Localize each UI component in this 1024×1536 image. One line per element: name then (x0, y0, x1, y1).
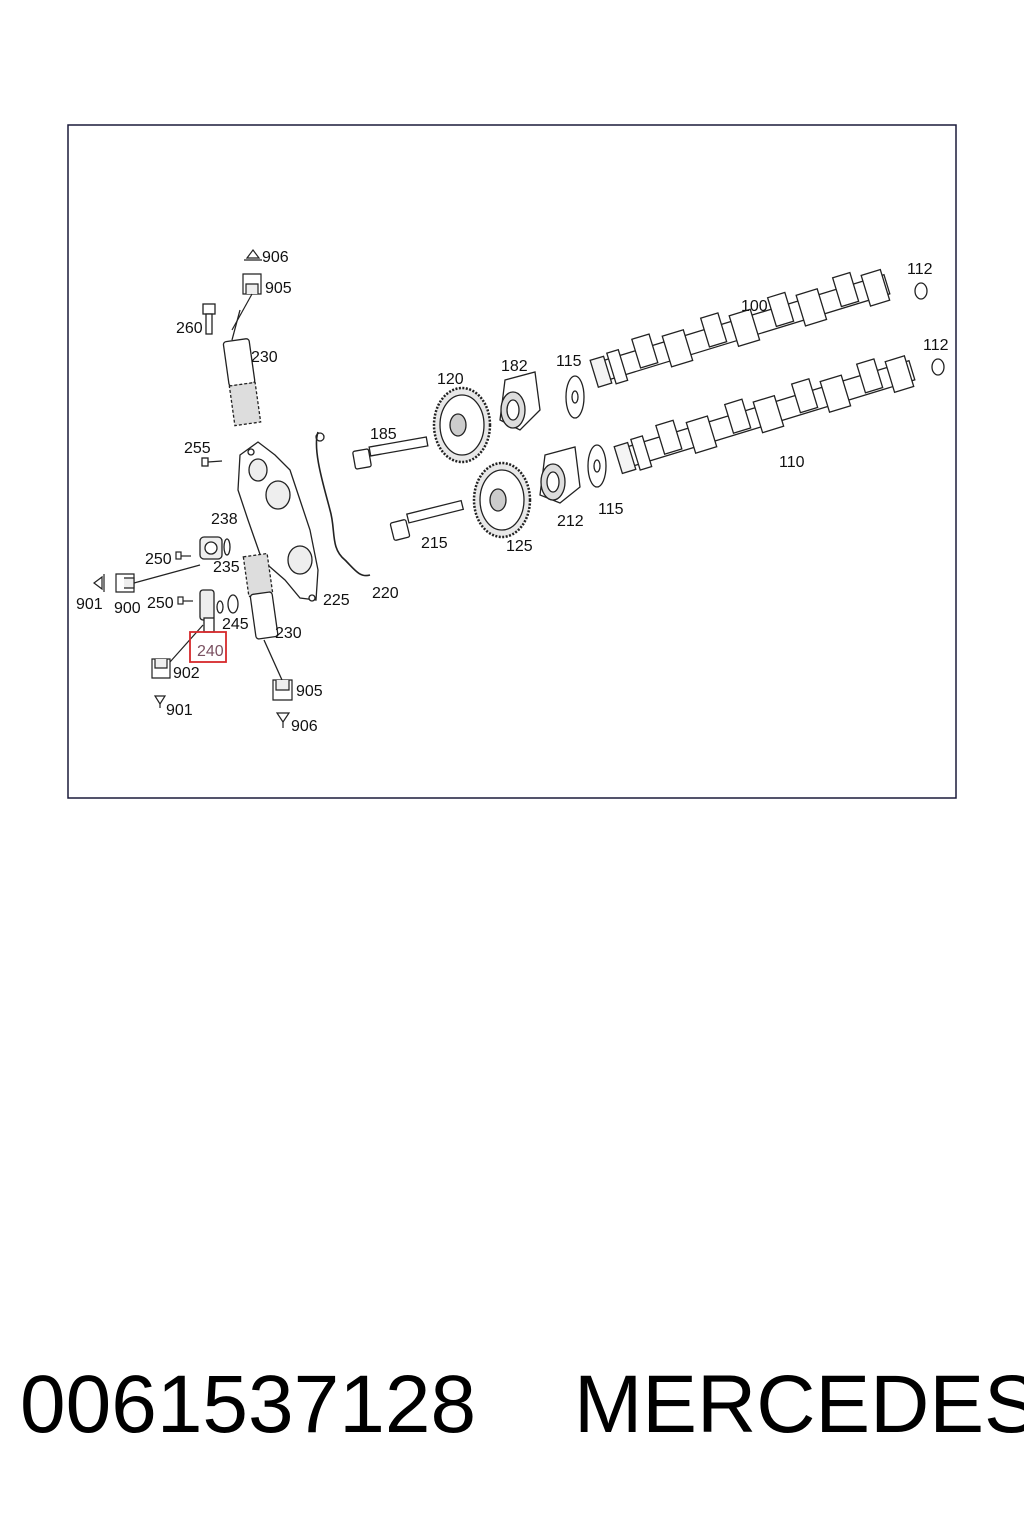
callout-230-lower[interactable]: 230 (275, 625, 302, 642)
washer-115-lower (587, 444, 607, 488)
sensor-wheel-182 (499, 371, 541, 431)
callout-905-lower[interactable]: 905 (296, 683, 323, 700)
sensor-wheel-212 (539, 446, 581, 504)
connector-905-upper (231, 273, 262, 331)
callout-185[interactable]: 185 (370, 426, 397, 443)
callout-901-lower[interactable]: 901 (166, 702, 193, 719)
callout-906-lower[interactable]: 906 (291, 718, 318, 735)
bolt-260 (202, 303, 216, 335)
callout-905-upper[interactable]: 905 (265, 280, 292, 297)
connector-901-lower (153, 695, 167, 708)
connector-901-left (93, 574, 105, 592)
callout-900[interactable]: 900 (114, 600, 141, 617)
camshaft-adjuster-120 (432, 386, 492, 464)
callout-240[interactable]: 240 (197, 643, 224, 660)
callout-115-lower[interactable]: 115 (598, 501, 624, 518)
callout-220[interactable]: 220 (372, 585, 399, 602)
sensor-235 (199, 536, 231, 560)
callout-120[interactable]: 120 (437, 371, 464, 388)
callout-260[interactable]: 260 (176, 320, 203, 337)
washer-115-upper (565, 375, 585, 419)
camshaft-adjuster-125 (472, 461, 532, 539)
callout-901-left[interactable]: 901 (76, 596, 103, 613)
callout-235[interactable]: 235 (213, 559, 240, 576)
timing-cover-housing-225 (237, 441, 319, 602)
screw-250-upper (175, 551, 191, 560)
plug-112-lower (931, 358, 945, 376)
callout-182[interactable]: 182 (501, 358, 528, 375)
connector-905-lower (272, 679, 293, 701)
callout-238[interactable]: 238 (211, 511, 238, 528)
callout-112-lower[interactable]: 112 (923, 337, 949, 354)
part-number: 0061537128 (20, 1359, 477, 1450)
bolt-185 (352, 436, 429, 470)
callout-212[interactable]: 212 (557, 513, 584, 530)
caption: 0061537128 MERCEDES (0, 1358, 1024, 1478)
solenoid-valve-230-lower (242, 552, 283, 681)
callout-250-lower[interactable]: 250 (147, 595, 174, 612)
connector-906-lower (275, 712, 291, 728)
o-ring-245 (227, 594, 239, 614)
bolt-215 (389, 499, 465, 541)
callout-112-upper[interactable]: 112 (907, 261, 933, 278)
connector-900 (115, 564, 201, 593)
brand-name: MERCEDES (574, 1359, 1024, 1450)
callout-115-upper[interactable]: 115 (556, 353, 582, 370)
callout-245[interactable]: 245 (222, 616, 249, 633)
callout-902[interactable]: 902 (173, 665, 200, 682)
screw-250-lower (177, 596, 193, 605)
callout-906-upper[interactable]: 906 (262, 249, 289, 266)
solenoid-valve-230-upper (222, 309, 262, 427)
highlight-box-240 (189, 631, 227, 663)
diagram-frame (67, 124, 957, 799)
callout-230-upper[interactable]: 230 (251, 349, 278, 366)
callout-225[interactable]: 225 (323, 592, 350, 609)
plug-112-upper (914, 282, 928, 300)
gasket-220-clip (315, 432, 325, 442)
camshaft-exhaust (613, 355, 916, 475)
callout-255[interactable]: 255 (184, 440, 211, 457)
callout-100[interactable]: 100 (741, 298, 768, 315)
callout-215[interactable]: 215 (421, 535, 448, 552)
screw-255 (201, 457, 223, 467)
callout-250-upper[interactable]: 250 (145, 551, 172, 568)
camshaft-intake (589, 268, 891, 388)
sensor-240 (199, 589, 224, 633)
connector-906-upper (244, 249, 262, 261)
callout-110[interactable]: 110 (779, 454, 805, 471)
callout-125[interactable]: 125 (506, 538, 533, 555)
gasket-220 (315, 431, 371, 577)
